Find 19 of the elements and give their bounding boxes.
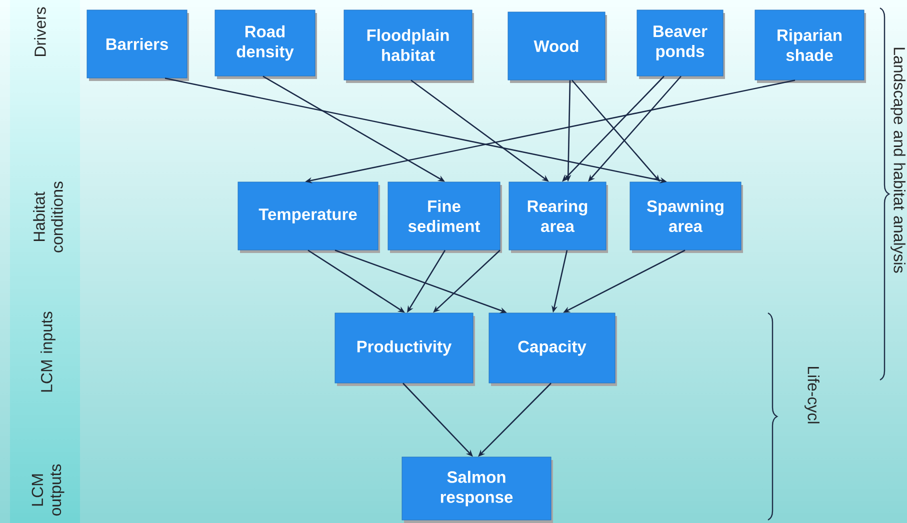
- process-box: Beaver ponds: [636, 10, 724, 76]
- row-label: Habitat conditions: [33, 182, 63, 252]
- process-box: Riparian shade: [754, 10, 864, 80]
- process-box: Productivity: [334, 312, 474, 384]
- process-box: Spawning area: [630, 182, 742, 250]
- process-box: Floodplain habitat: [344, 10, 472, 80]
- process-box: Salmon response: [402, 456, 552, 520]
- brace-label: Life-cycl: [804, 366, 820, 424]
- row-label: Drivers: [34, 7, 46, 56]
- process-box: Wood: [508, 12, 606, 80]
- process-box: Temperature: [238, 182, 378, 250]
- process-box: Fine sediment: [388, 182, 500, 250]
- row-label: LCM outputs: [32, 464, 64, 516]
- process-box: Road density: [214, 10, 316, 76]
- brace-label: Landscape and habitat analysis: [890, 48, 906, 273]
- process-box: Barriers: [86, 10, 188, 78]
- row-label: LCM inputs: [40, 312, 56, 392]
- process-box: Capacity: [488, 312, 616, 384]
- process-box: Rearing area: [508, 182, 606, 250]
